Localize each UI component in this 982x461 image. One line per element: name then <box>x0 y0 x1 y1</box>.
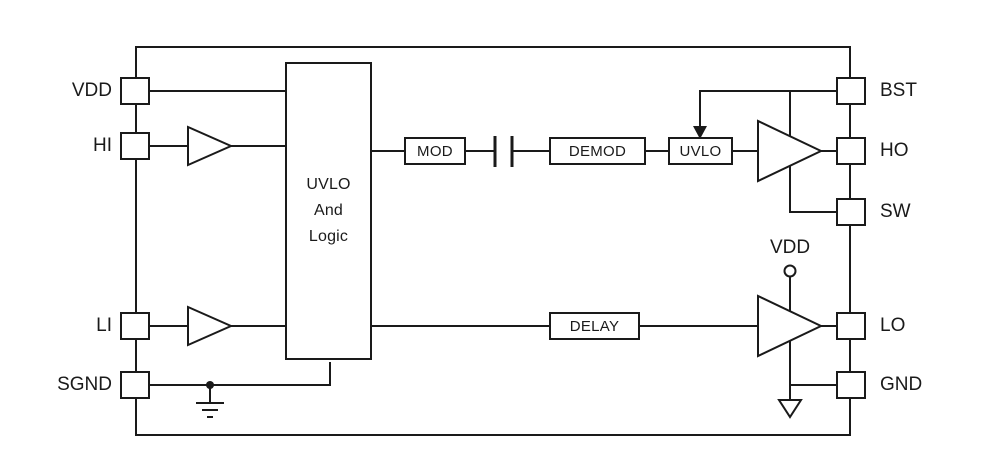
pin-label-sgnd: SGND <box>57 374 112 395</box>
pin-label-bst: BST <box>880 80 917 101</box>
pin-label-vdd: VDD <box>71 80 112 101</box>
pin-label-sw: SW <box>880 201 911 222</box>
lo-driver-buffer-icon <box>757 294 824 358</box>
junction-dot <box>206 381 214 389</box>
pin-lo <box>836 312 866 340</box>
signal-ground-icon <box>196 402 224 418</box>
power-ground-icon <box>777 399 803 419</box>
wire-bst <box>699 90 838 126</box>
wire-sw-rail <box>789 162 838 213</box>
pin-vdd <box>120 77 150 105</box>
pin-ho <box>836 137 866 165</box>
pin-gnd <box>836 371 866 399</box>
pin-label-ho: HO <box>880 140 909 161</box>
pin-label-hi: HI <box>93 135 112 156</box>
vdd-supply-label: VDD <box>769 237 811 258</box>
pin-hi <box>120 132 150 160</box>
pin-bst <box>836 77 866 105</box>
demod-block: DEMOD <box>549 137 646 165</box>
wires <box>149 90 838 403</box>
bst-arrow-icon <box>693 126 707 139</box>
hi-input-buffer-icon <box>187 125 234 167</box>
delay-block: DELAY <box>549 312 640 340</box>
uvlo-block: UVLO <box>668 137 733 165</box>
pin-label-lo: LO <box>880 315 906 336</box>
pin-sw <box>836 198 866 226</box>
mod-block: MOD <box>404 137 466 165</box>
isolation-capacitor-icon <box>493 136 514 167</box>
ho-driver-buffer-icon <box>757 119 824 183</box>
li-input-buffer-icon <box>187 305 234 347</box>
pin-sgnd <box>120 371 150 399</box>
pin-label-li: LI <box>96 315 112 336</box>
wire-sgnd <box>149 362 331 386</box>
buffers <box>187 119 824 358</box>
pin-label-gnd: GND <box>880 374 923 395</box>
pin-li <box>120 312 150 340</box>
ic-boundary <box>135 46 851 436</box>
vdd-terminal-icon <box>783 264 797 278</box>
uvlo-and-logic-block: UVLO And Logic <box>285 62 372 360</box>
